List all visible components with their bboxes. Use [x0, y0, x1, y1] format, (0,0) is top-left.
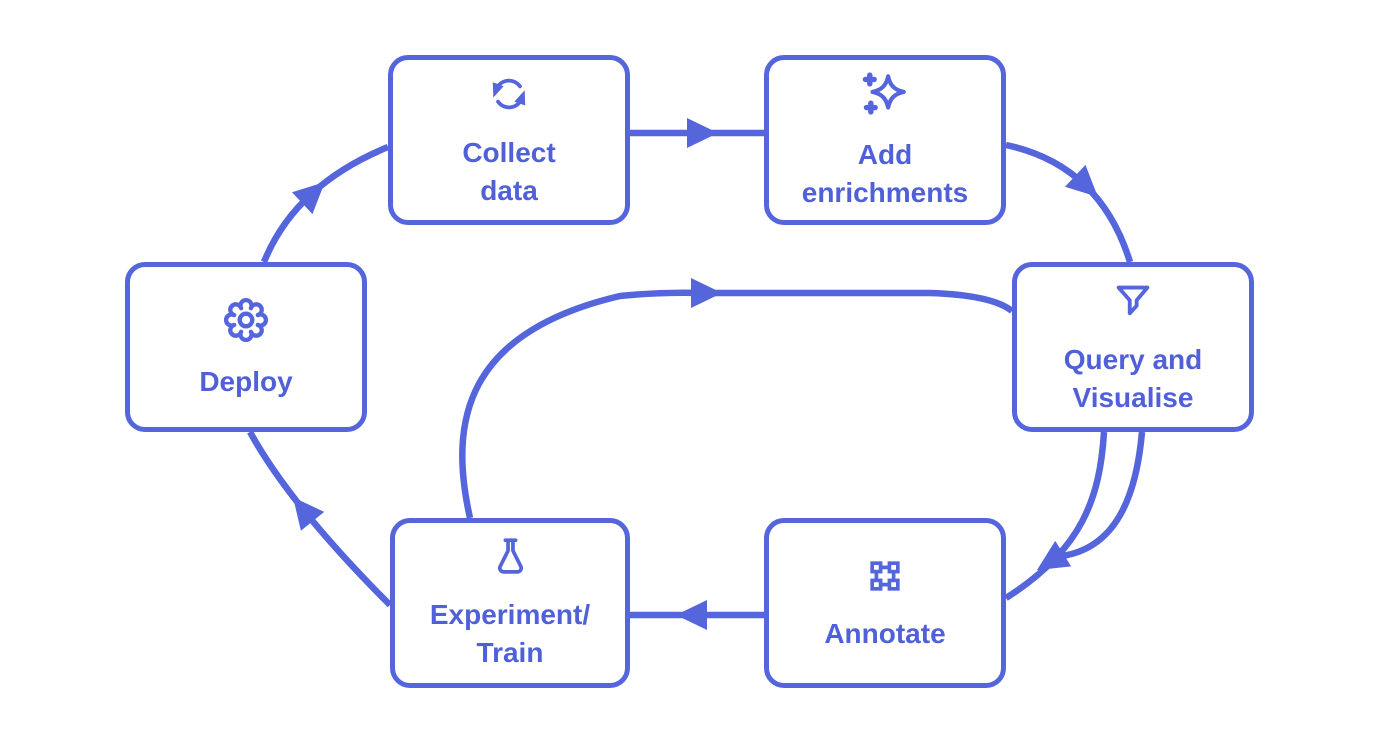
- node-label-collect-data: Collect data: [462, 134, 555, 210]
- node-query-and-visualise: Query and Visualise: [1012, 262, 1254, 432]
- arrowhead-enrichments-to-query: [1064, 164, 1098, 197]
- bounding-box-icon: [870, 560, 900, 591]
- flask-icon: [497, 538, 523, 574]
- node-add-enrichments: Add enrichments: [764, 55, 1006, 225]
- label-line: Deploy: [199, 365, 293, 397]
- node-annotate: Annotate: [764, 518, 1006, 688]
- arrowhead-annotate-to-experiment: [676, 600, 707, 630]
- node-label-annotate: Annotate: [824, 615, 945, 653]
- node-deploy: Deploy: [125, 262, 367, 432]
- node-label-deploy: Deploy: [199, 363, 292, 401]
- filter-funnel-icon: [1116, 285, 1150, 315]
- arrowhead-experiment-to-query-inner-loop: [691, 278, 722, 308]
- sync-icon: [492, 78, 526, 109]
- label-line: Experiment/: [429, 599, 591, 630]
- edge-deploy-to-collect: [260, 143, 390, 264]
- arrowhead-deploy-to-collect: [291, 182, 325, 215]
- node-collect-data: Collect data: [388, 55, 630, 225]
- node-label-query-and-visualise: Query and Visualise: [1064, 341, 1202, 417]
- label-line: Collect: [462, 136, 556, 168]
- label-line: data: [480, 174, 538, 206]
- arrowhead-experiment-to-deploy: [293, 497, 325, 531]
- label-line: Annotate: [824, 617, 946, 649]
- node-experiment-train: Experiment/ Train: [390, 518, 630, 688]
- edge-query-to-annotate-inner: [1061, 431, 1146, 560]
- edge-enrichments-to-query: [1005, 141, 1134, 263]
- edge-experiment-to-query-inner-loop: [459, 289, 1015, 519]
- label-line: Visualise: [1072, 381, 1194, 413]
- sparkles-icon: [862, 71, 906, 115]
- arrowhead-query-to-annotate: [1036, 540, 1072, 571]
- label-line: Query and: [1063, 343, 1203, 375]
- edge-query-to-annotate: [1004, 431, 1108, 601]
- arrowhead-collect-to-enrichments: [687, 118, 718, 148]
- node-label-add-enrichments: Add enrichments: [802, 136, 969, 212]
- node-label-experiment-train: Experiment/ Train: [430, 596, 590, 672]
- label-line: Add: [857, 138, 913, 170]
- gear-icon: [223, 297, 269, 342]
- label-line: Train: [476, 637, 544, 668]
- label-line: enrichments: [801, 176, 969, 208]
- edge-experiment-to-deploy: [247, 430, 393, 608]
